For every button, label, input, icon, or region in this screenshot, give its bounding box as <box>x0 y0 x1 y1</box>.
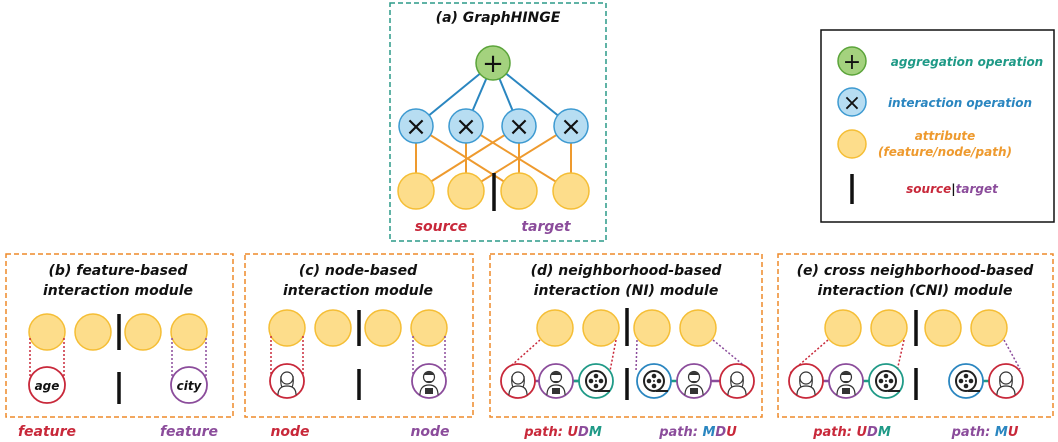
attribute-node <box>410 309 448 347</box>
director-node-icon <box>676 363 712 399</box>
svg-text:+: + <box>482 49 504 79</box>
svg-text:×: × <box>560 112 582 142</box>
path-links <box>1003 339 1021 370</box>
movie-node-icon <box>636 363 672 399</box>
panel-e-subtitle: interaction (CNI) module <box>818 283 1013 299</box>
panel-e-target-label: path: MU <box>951 425 1019 440</box>
panel-c-target-label: node <box>410 424 449 440</box>
legend-interaction-label: interaction operation <box>888 96 1032 110</box>
user-node-icon <box>269 363 305 399</box>
graphhinge-frame <box>389 2 607 242</box>
path-links <box>635 339 754 374</box>
movie-node-icon <box>868 363 904 399</box>
svg-text:×: × <box>843 91 861 116</box>
panel-c-source-label: node <box>270 424 309 440</box>
legend-aggregation-icon: + <box>837 46 867 76</box>
svg-text:×: × <box>405 112 427 142</box>
legend-interaction-icon: × <box>837 87 867 117</box>
attribute-node <box>74 313 112 351</box>
panel-c-subtitle: interaction module <box>283 283 433 299</box>
attribute-node <box>870 309 908 347</box>
attribute-node <box>314 309 352 347</box>
panel-e-source-label: path: UDM <box>812 425 891 440</box>
interaction-node: × <box>398 108 434 144</box>
panel-d-frame <box>489 253 763 418</box>
attribute-node <box>552 172 590 210</box>
user-node-icon <box>988 363 1024 399</box>
panel-d-source-label: path: UDM <box>523 425 602 440</box>
attribute-node <box>633 309 671 347</box>
interaction-node: × <box>553 108 589 144</box>
graphhinge-title: (a) GraphHINGE <box>436 10 561 26</box>
attribute-node <box>447 172 485 210</box>
panel-e-frame <box>777 253 1054 418</box>
legend-attribute-sublabel: (feature/node/path) <box>878 145 1012 159</box>
user-node-icon <box>719 363 755 399</box>
panel-b-frame <box>5 253 234 418</box>
panel-b-title: (b) feature-based <box>49 263 189 279</box>
legend-source-target-label: source|target <box>906 182 999 196</box>
panel-b-source-label: feature <box>18 424 76 440</box>
attribute-node <box>582 309 620 347</box>
panel-d-subtitle: interaction (NI) module <box>534 283 719 299</box>
panel-d-title: (d) neighborhood-based <box>531 263 723 279</box>
feature-links <box>171 338 207 383</box>
legend-aggregation-label: aggregation operation <box>891 55 1043 69</box>
user-node-icon <box>500 363 536 399</box>
graphhinge-edges <box>415 62 572 192</box>
attribute-node <box>170 313 208 351</box>
node-links <box>270 336 304 378</box>
source-label: source <box>415 219 468 235</box>
user-node-icon <box>788 363 824 399</box>
attribute-node <box>28 313 66 351</box>
panel-b-subtitle: interaction module <box>43 283 193 299</box>
attribute-node <box>824 309 862 347</box>
target-label: target <box>521 219 572 235</box>
attribute-node <box>970 309 1008 347</box>
panel-c-title: (c) node-based <box>299 263 418 279</box>
aggregation-node: + <box>475 45 511 81</box>
node-links <box>412 336 446 378</box>
panel-e-title: (e) cross neighborhood-based <box>797 263 1035 279</box>
movie-node-icon <box>948 363 984 399</box>
feature-node-label: city <box>177 379 203 393</box>
attribute-node <box>679 309 717 347</box>
director-node-icon <box>538 363 574 399</box>
svg-text:×: × <box>508 112 530 142</box>
attribute-node <box>500 172 538 210</box>
feature-node-age <box>28 366 66 404</box>
attribute-node <box>268 309 306 347</box>
interaction-node: × <box>501 108 537 144</box>
director-node-icon <box>828 363 864 399</box>
legend-attribute-icon <box>837 129 867 159</box>
attribute-node <box>397 172 435 210</box>
movie-node-icon <box>578 363 614 399</box>
director-node-icon <box>411 363 447 399</box>
attribute-node <box>364 309 402 347</box>
feature-node-city <box>170 366 208 404</box>
svg-text:+: + <box>843 50 861 75</box>
panel-c-frame <box>244 253 474 418</box>
attribute-node <box>924 309 962 347</box>
svg-text:×: × <box>455 112 477 142</box>
feature-node-label: age <box>35 379 60 393</box>
attribute-node <box>124 313 162 351</box>
feature-links <box>29 338 65 383</box>
attribute-node <box>536 309 574 347</box>
legend-attribute-label: attribute <box>915 129 976 143</box>
interaction-node: × <box>448 108 484 144</box>
panel-d-target-label: path: MDU <box>658 425 737 440</box>
panel-b-target-label: feature <box>160 424 218 440</box>
